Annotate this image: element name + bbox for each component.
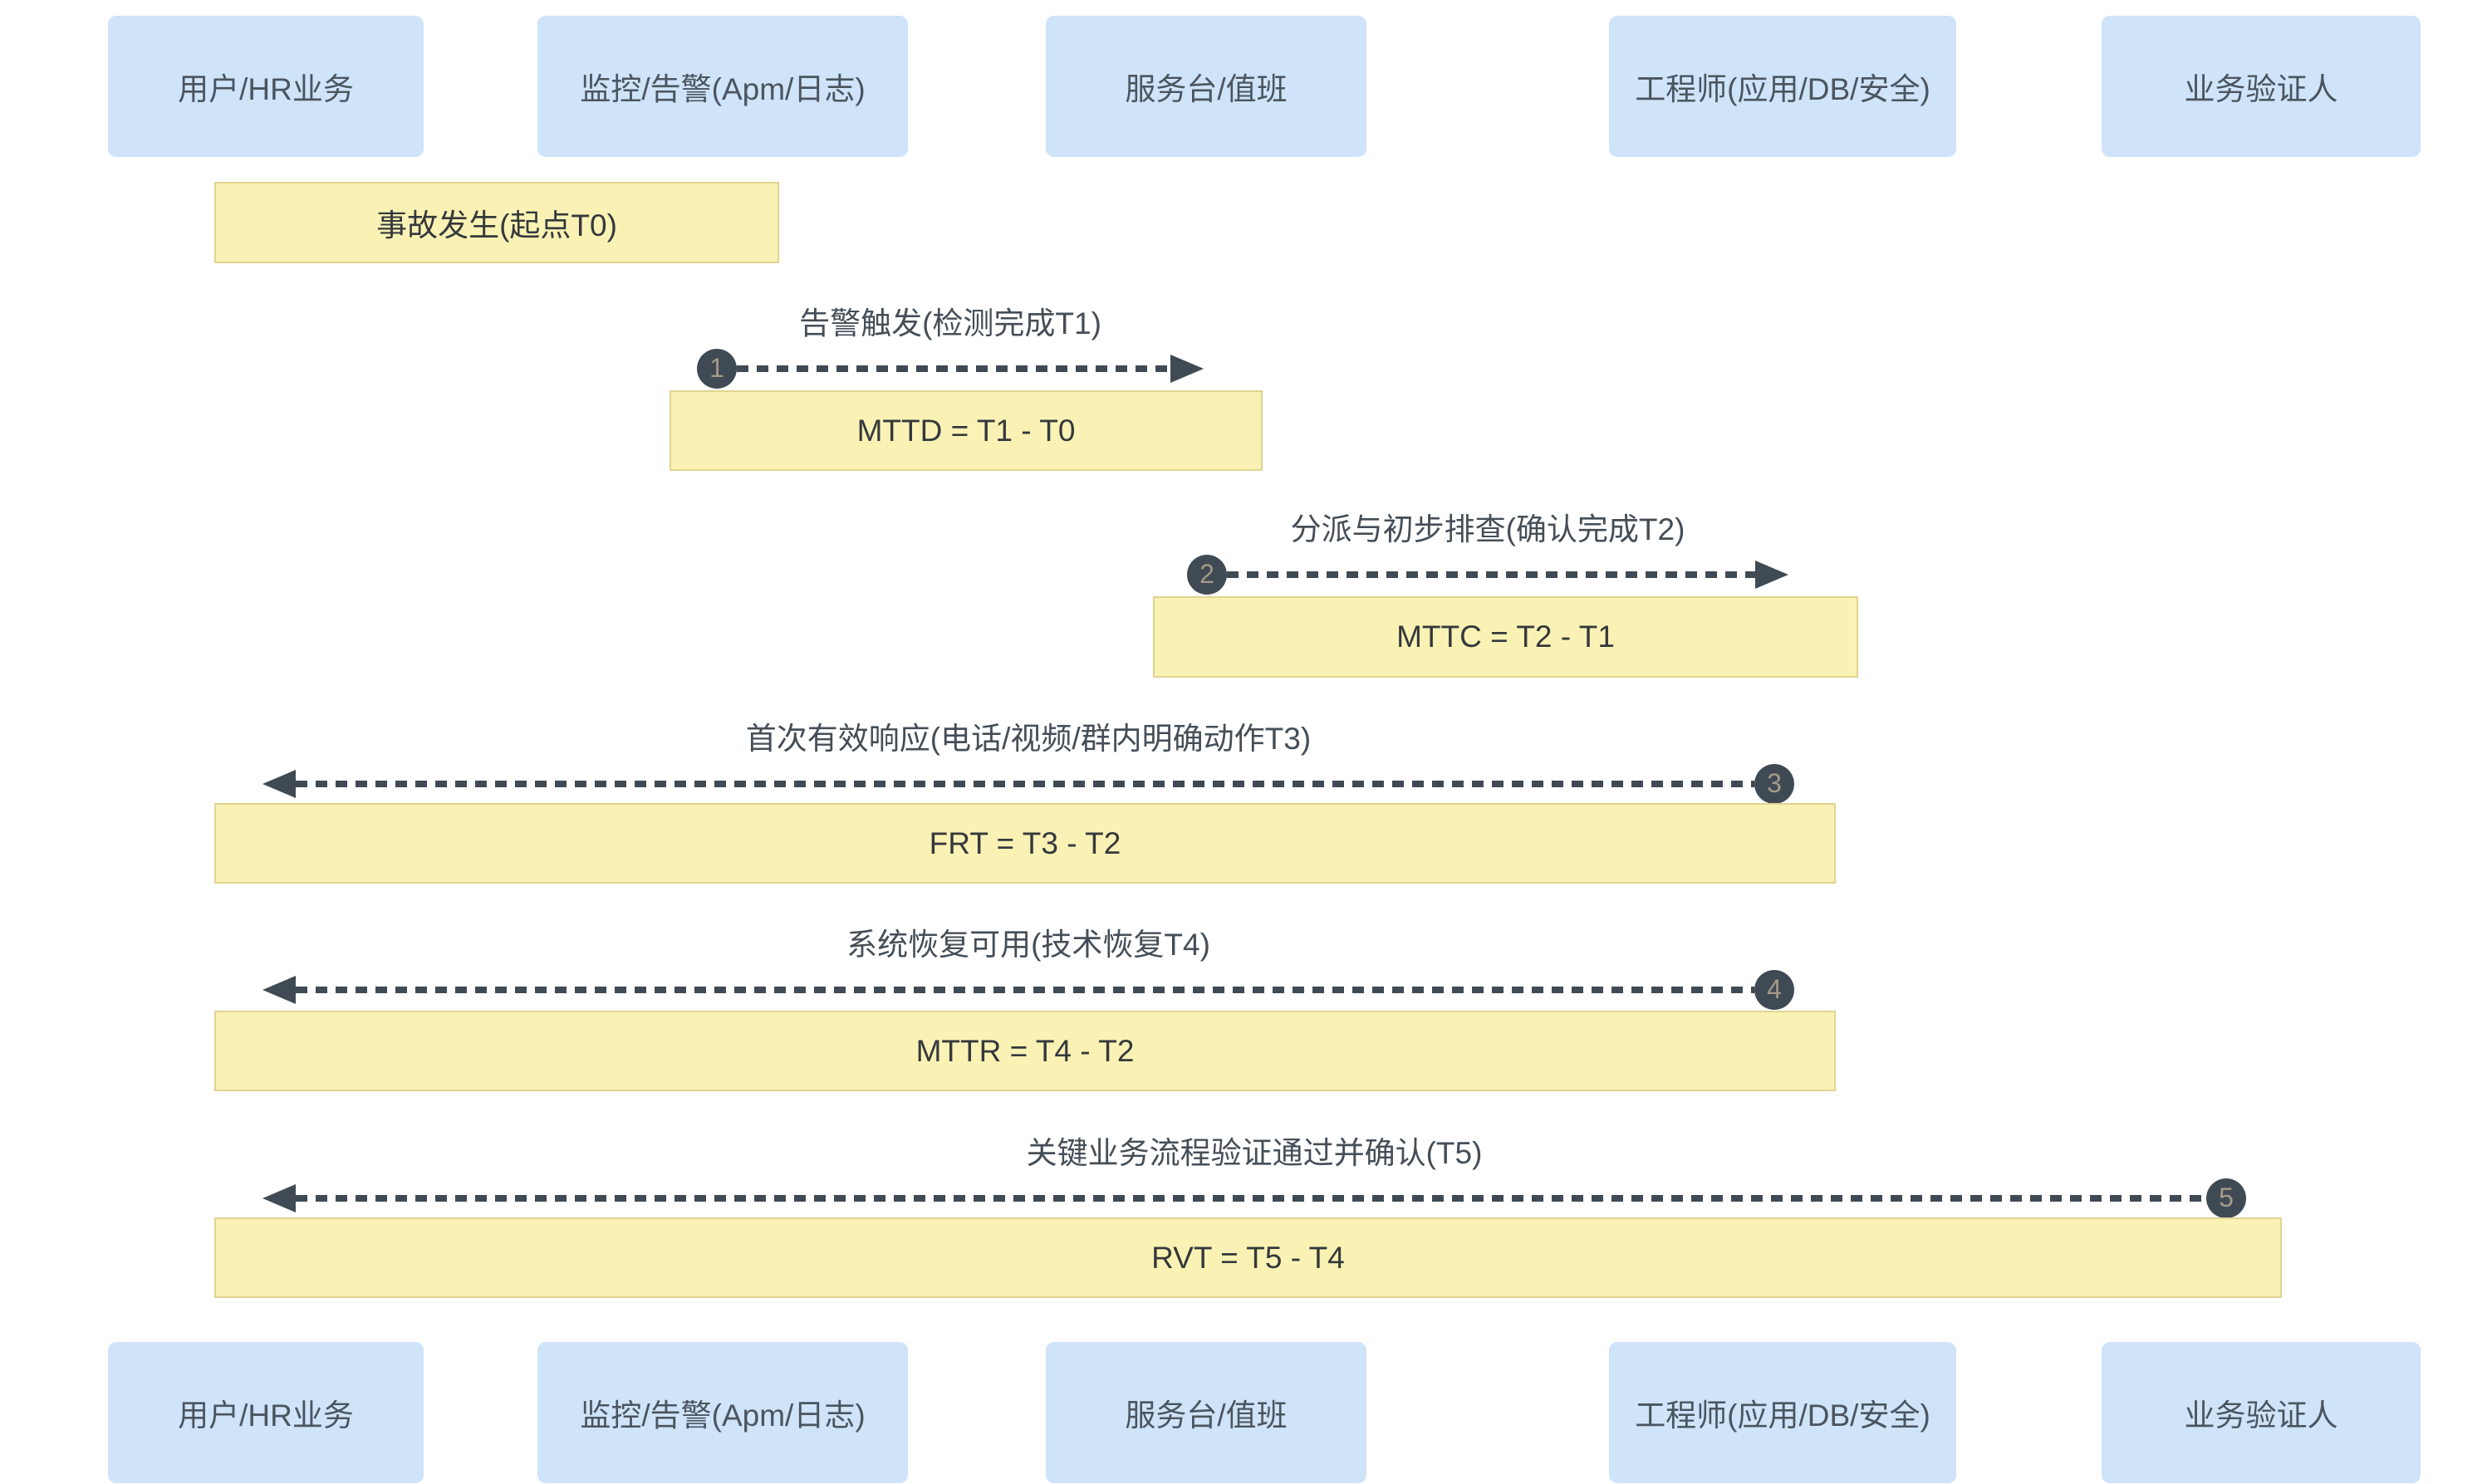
actor-bottom-user-hr: 用户/HR业务: [108, 1342, 424, 1483]
message-2-dispatch-triage: 分派与初步排查(确认完成T2) 2: [1187, 512, 1788, 595]
actor-top-service-desk: 服务台/值班: [1046, 16, 1366, 157]
arrowhead-left-icon: [262, 975, 296, 1004]
message-arrow: 3: [262, 763, 1794, 805]
arrowhead-right-icon: [1170, 354, 1204, 383]
dashed-line: [1227, 571, 1755, 578]
message-arrow: 2: [1187, 554, 1788, 595]
actor-label: 监控/告警(Apm/日志): [580, 72, 866, 106]
message-label: 告警触发(检测完成T1): [799, 306, 1101, 340]
note-frt: FRT = T3 - T2: [214, 803, 1836, 884]
note-mttd: MTTD = T1 - T0: [670, 390, 1263, 471]
note-incident-start-t0: 事故发生(起点T0): [214, 182, 779, 263]
actor-top-monitoring-alerting: 监控/告警(Apm/日志): [537, 16, 908, 157]
sequence-number-badge: 2: [1187, 554, 1227, 595]
message-1-alert-triggered: 告警触发(检测完成T1) 1: [697, 306, 1204, 389]
actor-label: 服务台/值班: [1125, 1398, 1288, 1433]
actor-top-user-hr: 用户/HR业务: [108, 16, 424, 157]
sequence-number-badge: 5: [2206, 1178, 2246, 1218]
actor-label: 监控/告警(Apm/日志): [580, 1398, 866, 1433]
message-4-system-recovered: 系统恢复可用(技术恢复T4) 4: [262, 928, 1794, 1011]
actor-label: 业务验证人: [2184, 72, 2338, 106]
actor-label: 工程师(应用/DB/安全): [1635, 1398, 1930, 1433]
note-mttr: MTTR = T4 - T2: [214, 1011, 1836, 1091]
actor-top-business-verifier: 业务验证人: [2102, 16, 2421, 157]
arrowhead-left-icon: [262, 1183, 296, 1212]
arrowhead-left-icon: [262, 769, 296, 798]
actor-bottom-service-desk: 服务台/值班: [1046, 1342, 1366, 1483]
message-label: 首次有效响应(电话/视频/群内明确动作T3): [745, 722, 1312, 756]
actor-label: 业务验证人: [2184, 1398, 2338, 1433]
message-arrow: 4: [262, 969, 1794, 1011]
arrowhead-right-icon: [1755, 560, 1788, 589]
actor-bottom-business-verifier: 业务验证人: [2102, 1342, 2421, 1483]
note-label: 事故发生(起点T0): [376, 208, 617, 242]
note-label: FRT = T3 - T2: [929, 825, 1121, 860]
sequence-number-badge: 4: [1754, 969, 1794, 1010]
message-arrow: 5: [262, 1178, 2246, 1219]
sequence-number-badge: 3: [1754, 763, 1794, 804]
message-5-business-verification: 关键业务流程验证通过并确认(T5) 5: [262, 1136, 2246, 1219]
dashed-line: [737, 365, 1170, 372]
note-label: MTTC = T2 - T1: [1396, 620, 1615, 654]
actor-top-engineers: 工程师(应用/DB/安全): [1609, 16, 1956, 157]
dashed-line: [296, 1194, 2206, 1202]
actor-bottom-engineers: 工程师(应用/DB/安全): [1609, 1342, 1956, 1483]
actor-label: 工程师(应用/DB/安全): [1635, 72, 1930, 106]
message-3-first-response: 首次有效响应(电话/视频/群内明确动作T3) 3: [262, 722, 1794, 805]
note-mttc: MTTC = T2 - T1: [1153, 596, 1858, 678]
message-arrow: 1: [697, 348, 1204, 389]
dashed-line: [296, 780, 1754, 787]
message-label: 系统恢复可用(技术恢复T4): [846, 928, 1210, 962]
message-label: 关键业务流程验证通过并确认(T5): [1026, 1136, 1483, 1170]
note-label: MTTR = T4 - T2: [915, 1033, 1135, 1068]
note-rvt: RVT = T5 - T4: [214, 1217, 2282, 1298]
actor-bottom-monitoring-alerting: 监控/告警(Apm/日志): [537, 1342, 908, 1483]
dashed-line: [296, 986, 1754, 993]
message-label: 分派与初步排查(确认完成T2): [1290, 512, 1685, 546]
actor-label: 用户/HR业务: [178, 1398, 354, 1433]
note-label: RVT = T5 - T4: [1151, 1240, 1345, 1275]
note-label: MTTD = T1 - T0: [856, 413, 1076, 448]
actor-label: 服务台/值班: [1125, 72, 1288, 106]
sequence-number-badge: 1: [697, 348, 737, 389]
actor-label: 用户/HR业务: [178, 72, 354, 106]
